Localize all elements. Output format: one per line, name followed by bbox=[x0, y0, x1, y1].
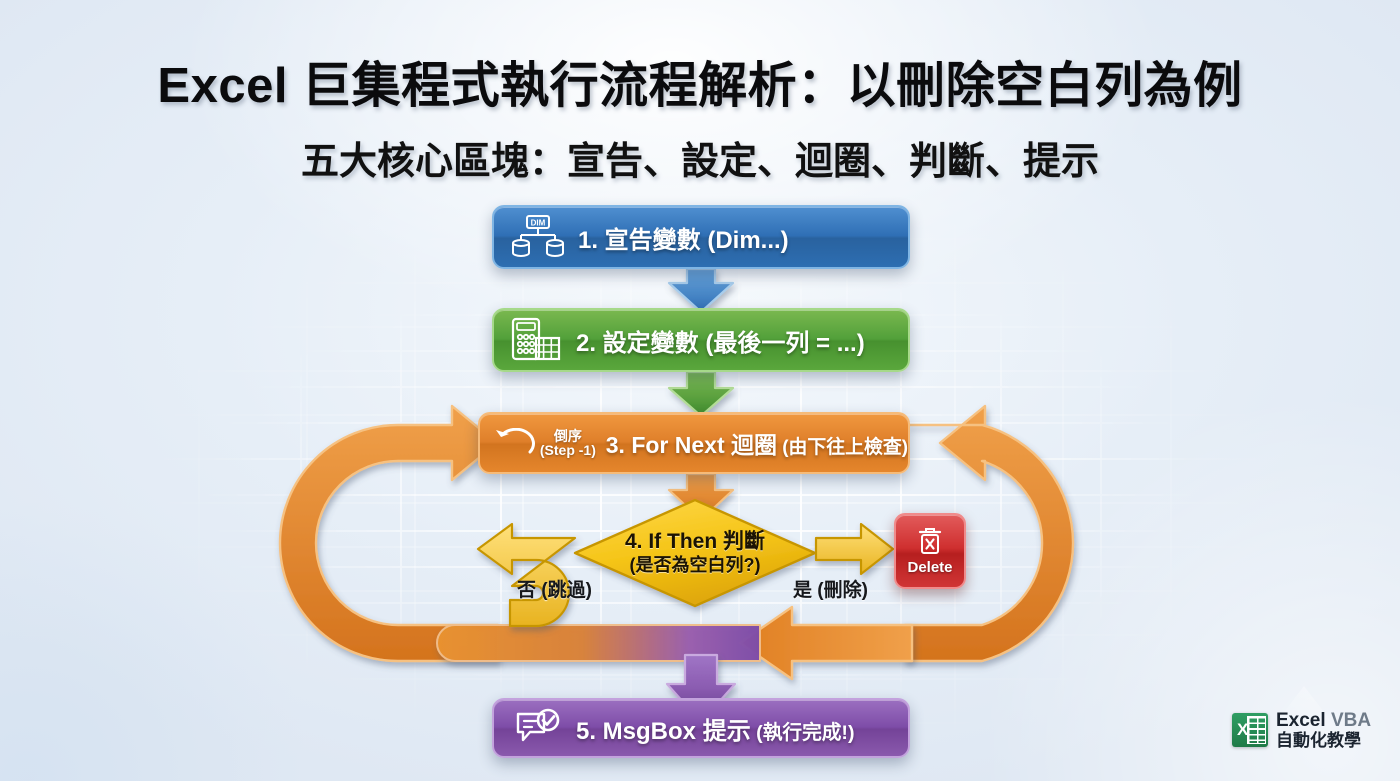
excel-icon: X bbox=[1232, 713, 1268, 748]
flow-node-step1-label: 1. 宣告變數 (Dim...) bbox=[578, 226, 789, 254]
brand-logo-line2: 自動化教學 bbox=[1276, 731, 1361, 751]
excel-icon-sheet bbox=[1247, 716, 1266, 745]
arrow-step1-to-step2 bbox=[667, 267, 735, 314]
page-title: Excel 巨集程式執行流程解析：以刪除空白列為例 bbox=[157, 59, 1243, 113]
brand-logo-text: Excel VBA 自動化教學 bbox=[1276, 710, 1371, 750]
flow-node-step1[interactable]: DIM 1. 宣告變數 (Dim...) bbox=[492, 205, 910, 269]
flow-node-step5-label: 5. MsgBox 提示 (執行完成!) bbox=[576, 711, 855, 746]
arrow-no-skip bbox=[476, 522, 577, 628]
loop-badge-line2: (Step -1) bbox=[539, 442, 596, 458]
svg-text:DIM: DIM bbox=[531, 219, 546, 228]
arrow-yes-to-delete bbox=[814, 522, 895, 576]
brand-logo-line1-accent: VBA bbox=[1330, 710, 1372, 731]
delete-action-node[interactable]: Delete bbox=[894, 513, 966, 589]
loop-arrow-left bbox=[278, 404, 500, 663]
flow-node-step2[interactable]: 2. 設定變數 (最後一列 = ...) bbox=[492, 308, 910, 372]
flow-node-step5[interactable]: 5. MsgBox 提示 (執行完成!) bbox=[492, 698, 910, 758]
excel-icon-letter: X bbox=[1237, 720, 1249, 740]
flow-node-step5-label-sub: (執行完成!) bbox=[750, 721, 855, 744]
brand-logo: X Excel VBA 自動化教學 bbox=[1232, 710, 1371, 750]
arrow-step3-to-decision bbox=[667, 472, 735, 522]
brand-logo-line1-main: Excel bbox=[1276, 710, 1326, 731]
return-band-arrow bbox=[436, 605, 914, 681]
brand-logo-line1: Excel VBA bbox=[1276, 710, 1371, 731]
flow-node-step5-label-main: 5. MsgBox 提示 bbox=[576, 717, 751, 745]
dim-hierarchy-icon: DIM bbox=[510, 214, 564, 260]
reverse-loop-icon bbox=[492, 428, 535, 458]
flow-node-step3-label: 3. For Next 迴圈 (由下往上檢查) bbox=[606, 426, 908, 460]
decision-label-line2: (是否為空白列?) bbox=[629, 554, 761, 575]
flow-node-step2-label: 2. 設定變數 (最後一列 = ...) bbox=[576, 329, 865, 357]
trash-x-icon bbox=[916, 527, 944, 557]
delete-action-label: Delete bbox=[907, 558, 953, 576]
branch-label-no: 否 (跳過) bbox=[517, 580, 592, 601]
branch-label-yes: 是 (刪除) bbox=[793, 580, 868, 601]
flow-node-step3-label-main: 3. For Next 迴圈 bbox=[605, 432, 778, 458]
decision-label-line1: 4. If Then 判斷 bbox=[624, 530, 765, 553]
loop-badge-line1: 倒序 bbox=[553, 427, 582, 444]
loop-step-badge: 倒序 (Step -1) bbox=[538, 427, 598, 458]
decision-diamond-shape bbox=[573, 498, 817, 608]
decision-node-step4[interactable]: 4. If Then 判斷 (是否為空白列?) bbox=[575, 500, 815, 606]
arrow-step2-to-step3 bbox=[667, 370, 735, 418]
flow-node-step3[interactable]: 倒序 (Step -1) 3. For Next 迴圈 (由下往上檢查) bbox=[478, 412, 910, 474]
calculator-icon bbox=[510, 317, 562, 363]
page-subtitle: 五大核心區塊：宣告、設定、迴圈、判斷、提示 bbox=[300, 141, 1099, 183]
message-check-icon bbox=[514, 708, 562, 748]
flow-node-step3-label-sub: (由下往上檢查) bbox=[777, 436, 908, 457]
